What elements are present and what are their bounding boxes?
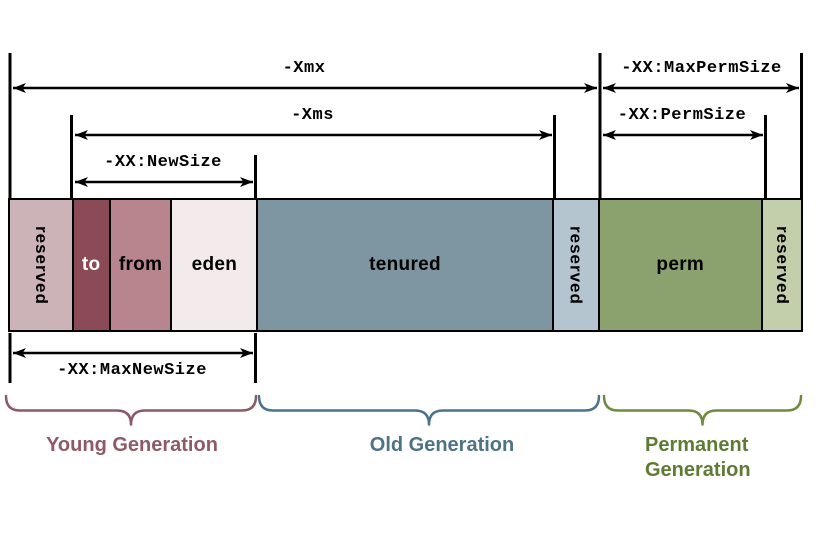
segment-label: perm bbox=[656, 254, 705, 275]
segment-reserved-young: reserved bbox=[10, 200, 72, 330]
old-generation-label: Old Generation bbox=[369, 434, 515, 456]
young-generation-label: Young Generation bbox=[46, 434, 218, 456]
segment-label: reserved bbox=[566, 225, 586, 305]
max-new-size-label: -XX:MaxNewSize bbox=[57, 361, 207, 380]
segment-label: from bbox=[118, 254, 163, 275]
xmx-label: -Xmx bbox=[282, 59, 326, 78]
segment-label: to bbox=[81, 254, 101, 275]
segment-eden: eden bbox=[170, 200, 257, 330]
permanent-generation-brace bbox=[602, 394, 803, 426]
young-generation-brace bbox=[4, 394, 258, 426]
segment-label: reserved bbox=[31, 225, 51, 305]
segment-tenured: tenured bbox=[256, 200, 552, 330]
segment-perm: perm bbox=[597, 200, 761, 330]
permanent-generation-label: Permanent Generation bbox=[645, 434, 751, 481]
new-size-label: -XX:NewSize bbox=[104, 153, 222, 172]
max-perm-size-label: -XX:MaxPermSize bbox=[621, 59, 782, 78]
segment-label: eden bbox=[191, 254, 238, 275]
segment-label: reserved bbox=[772, 225, 792, 305]
segment-label: tenured bbox=[369, 254, 441, 275]
segment-reserved-old: reserved bbox=[551, 200, 598, 330]
generation-braces bbox=[4, 394, 803, 426]
segment-from: from bbox=[108, 200, 171, 330]
segment-reserved-perm: reserved bbox=[760, 200, 801, 330]
xms-label: -Xms bbox=[291, 106, 334, 125]
segment-to: to bbox=[71, 200, 109, 330]
perm-size-label: -XX:PermSize bbox=[617, 106, 747, 125]
heap-bar: reserved to from eden tenured reserved p… bbox=[8, 198, 803, 332]
old-generation-brace bbox=[257, 394, 601, 426]
